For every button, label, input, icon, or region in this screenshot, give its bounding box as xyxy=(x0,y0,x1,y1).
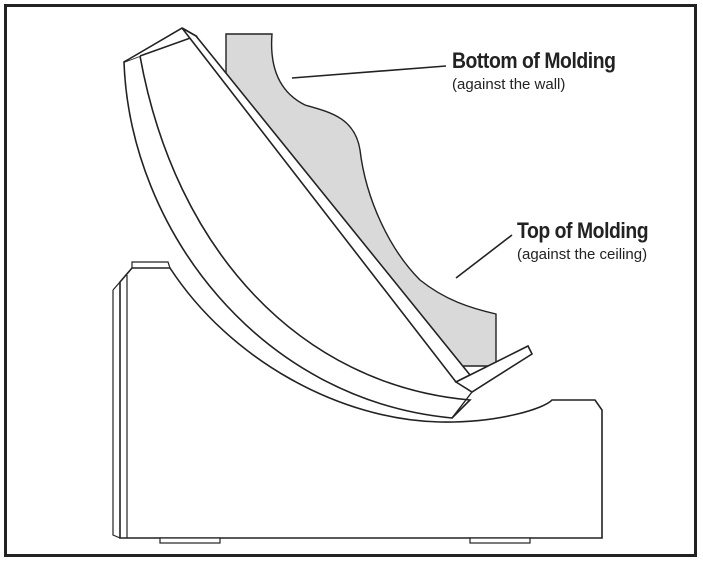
base-left-edge xyxy=(112,275,128,539)
foot-left xyxy=(159,537,221,544)
leader-line-top xyxy=(455,234,513,279)
label-top-title: Top of Molding xyxy=(517,218,649,243)
crown-molding-profile xyxy=(225,33,497,367)
foot-right xyxy=(469,537,531,544)
label-top-of-molding: Top of Molding (against the ceiling) xyxy=(517,218,666,263)
label-bottom-title: Bottom of Molding xyxy=(452,48,616,73)
label-top-subtitle: (against the ceiling) xyxy=(517,246,648,263)
molding-stop xyxy=(454,344,534,393)
base-curve-inner xyxy=(131,261,171,269)
saw-fence-arc xyxy=(123,54,472,419)
leader-line-bottom xyxy=(291,65,447,79)
saw-base xyxy=(119,267,603,539)
molding-stop-edge xyxy=(451,391,473,419)
saw-fence-board xyxy=(181,27,472,384)
label-bottom-of-molding: Bottom of Molding (against the wall) xyxy=(452,48,638,93)
label-bottom-subtitle: (against the wall) xyxy=(452,76,566,93)
